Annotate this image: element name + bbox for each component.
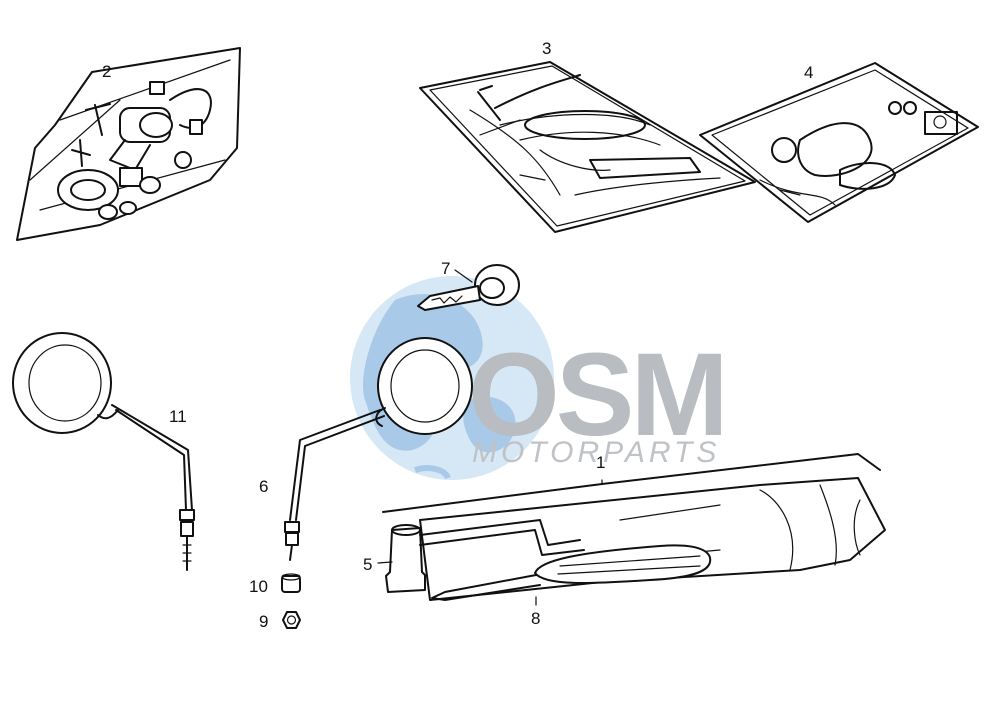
spark-plug-wrench-icon bbox=[385, 519, 585, 593]
watermark-subtitle: MOTORPARTS bbox=[472, 436, 720, 469]
spacer-icon bbox=[281, 573, 301, 593]
watermark: OSM MOTORPARTS bbox=[350, 276, 729, 480]
callout-9: 9 bbox=[259, 612, 268, 631]
nut-icon bbox=[282, 611, 301, 629]
right-mirror-icon bbox=[284, 337, 473, 561]
decal-sheet-icon bbox=[419, 61, 756, 233]
watermark-brand: OSM bbox=[468, 329, 725, 461]
leader-lines bbox=[377, 269, 603, 606]
callout-5: 5 bbox=[363, 555, 372, 574]
callout-8: 8 bbox=[531, 609, 540, 628]
callout-3: 3 bbox=[542, 39, 551, 58]
callout-7: 7 bbox=[441, 259, 450, 278]
callout-4: 4 bbox=[804, 63, 813, 82]
callout-11: 11 bbox=[169, 407, 187, 426]
callout-labels: 1 2 3 4 5 6 7 8 9 10 11 bbox=[102, 39, 813, 631]
key-icon bbox=[417, 264, 520, 311]
left-mirror-icon bbox=[12, 332, 195, 571]
callout-10: 10 bbox=[249, 577, 268, 596]
callout-6: 6 bbox=[259, 477, 268, 496]
callout-1: 1 bbox=[596, 453, 605, 472]
screwdriver-icon bbox=[431, 544, 712, 601]
ignition-lock-kit-icon bbox=[16, 47, 241, 241]
gasket-set-icon bbox=[699, 62, 979, 223]
callout-2: 2 bbox=[102, 62, 111, 81]
